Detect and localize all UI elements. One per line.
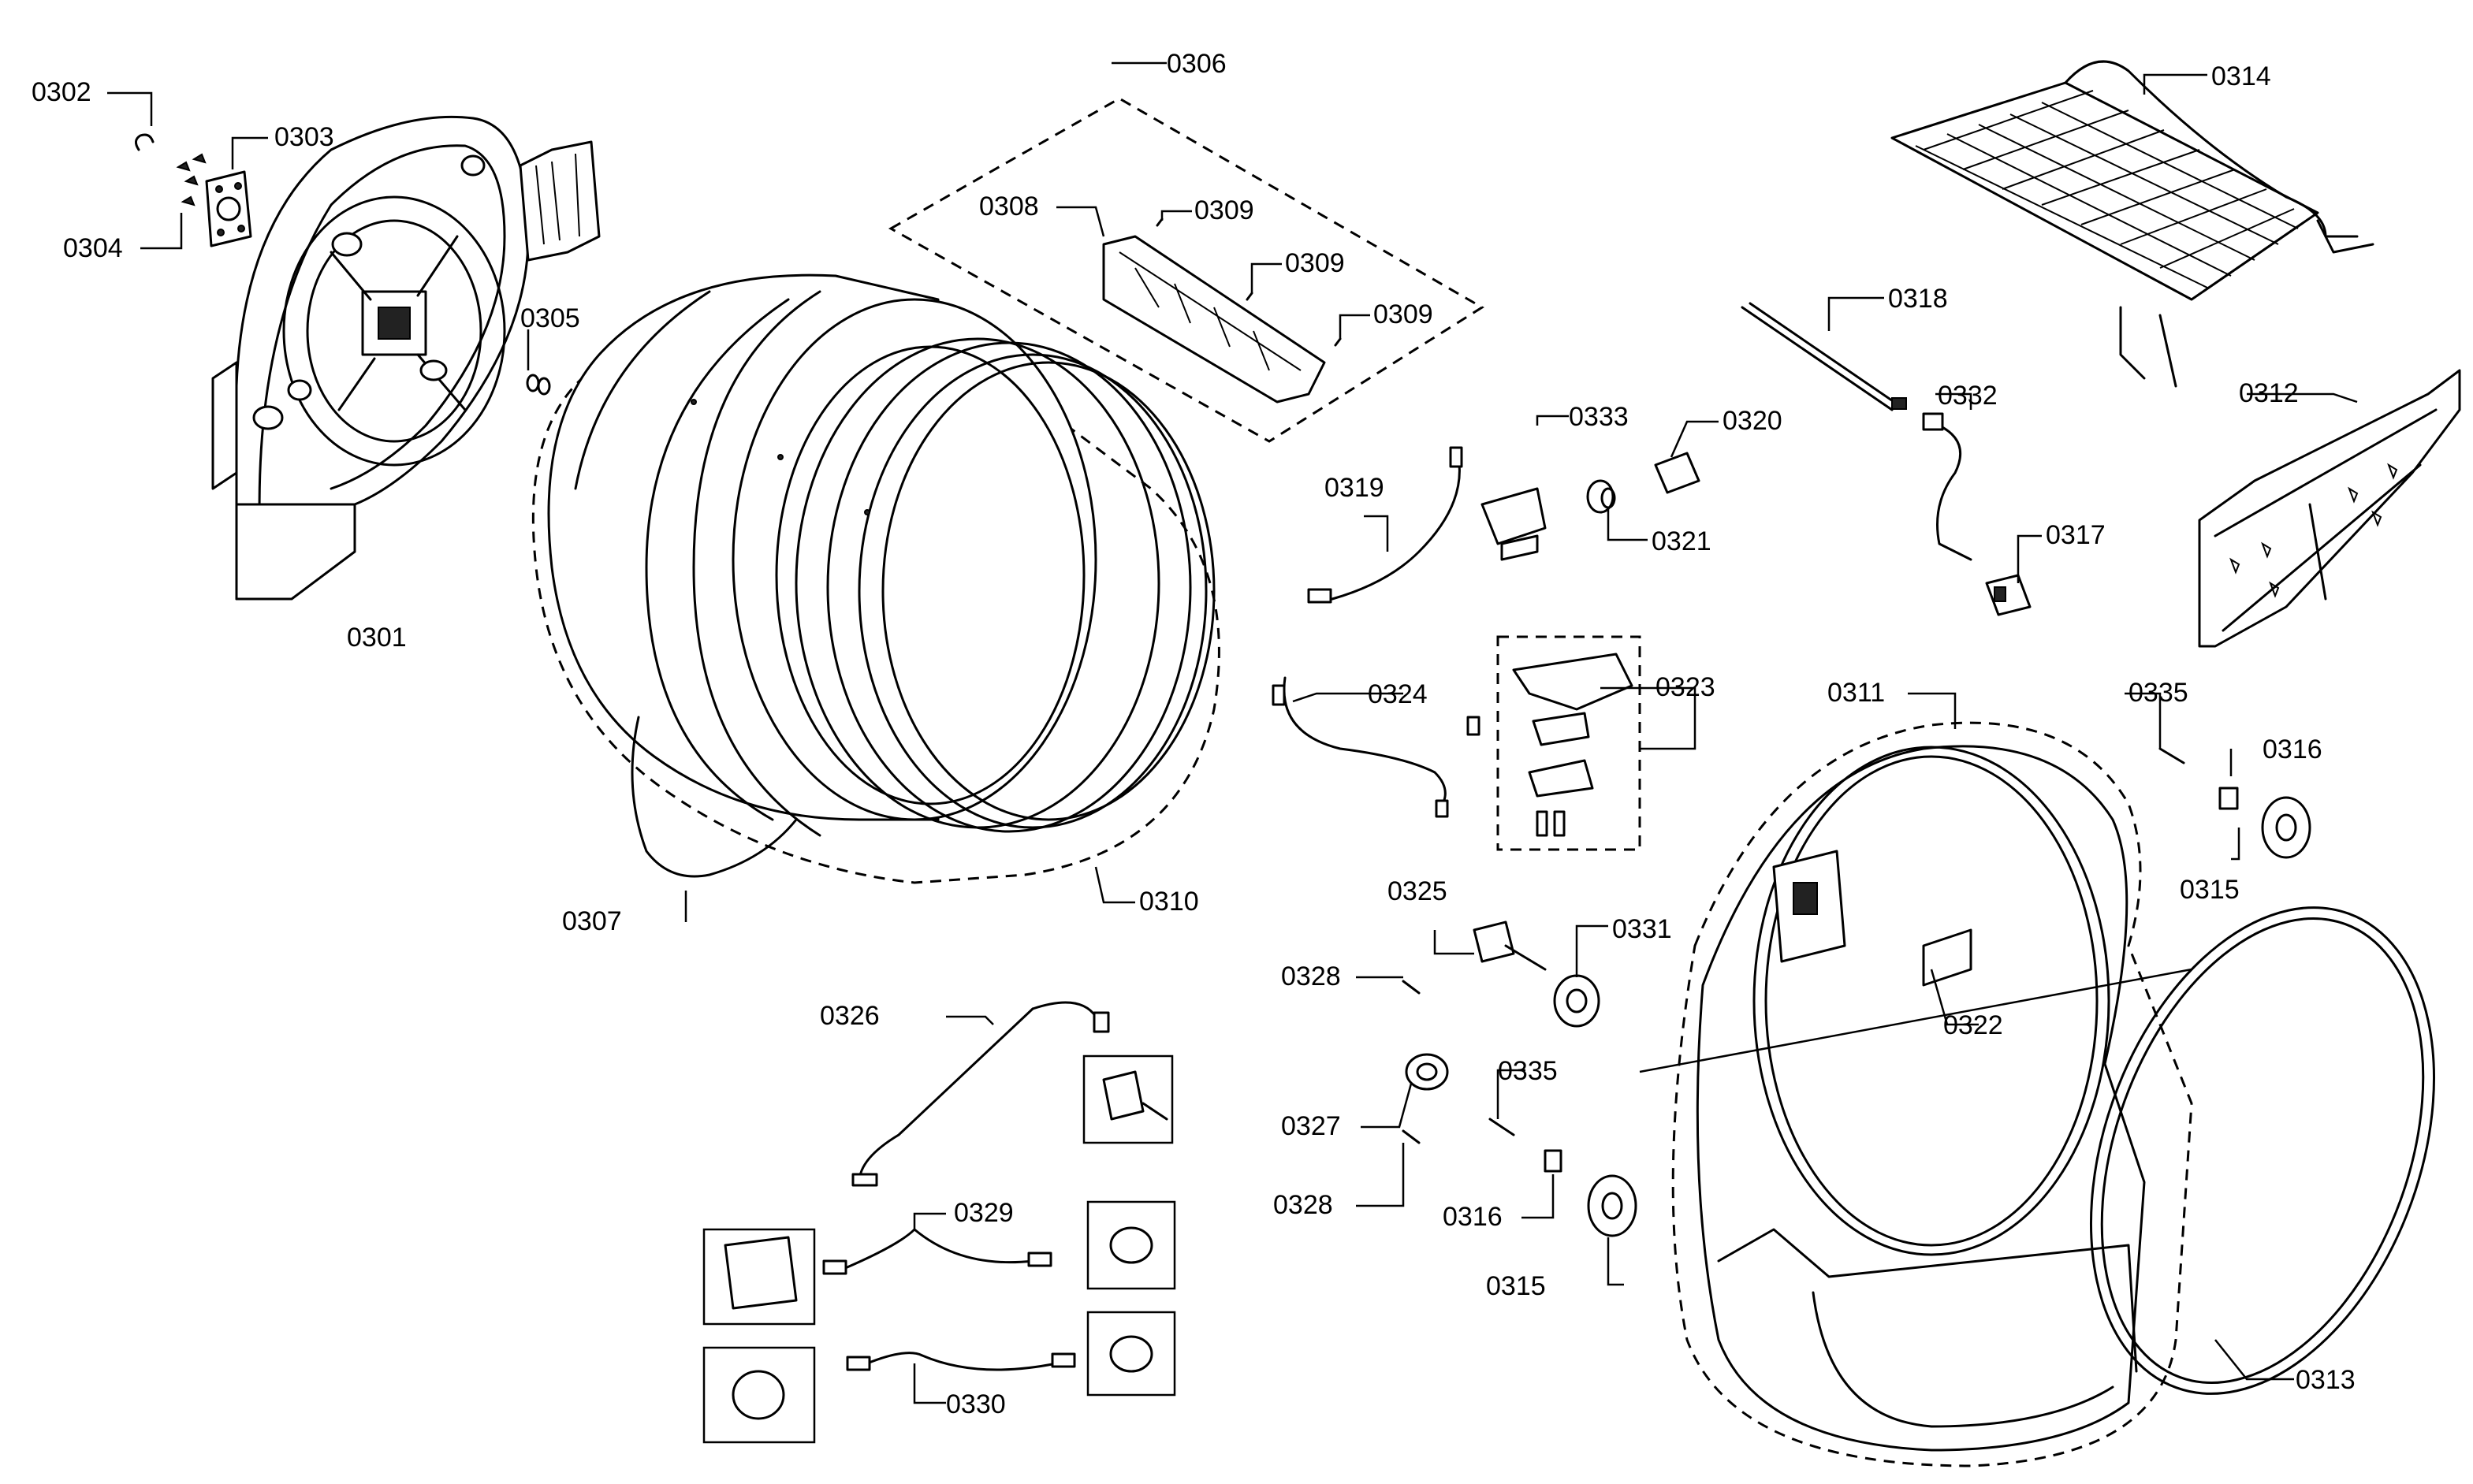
label-0335-b: 0335: [1498, 1056, 1558, 1086]
motor-switch-part: [1480, 487, 1547, 561]
connector-part: [1985, 574, 2032, 616]
label-0301: 0301: [347, 623, 407, 653]
label-0330: 0330: [946, 1389, 1006, 1419]
label-0302: 0302: [32, 77, 91, 107]
label-0316-b: 0316: [1443, 1202, 1503, 1232]
label-0324: 0324: [1368, 679, 1428, 709]
label-0331: 0331: [1612, 914, 1672, 944]
label-0305: 0305: [520, 303, 580, 333]
label-0311: 0311: [1827, 678, 1885, 708]
label-0333: 0333: [1569, 402, 1629, 432]
label-0317: 0317: [2046, 520, 2106, 550]
drive-belt-part: [2090, 906, 2435, 1395]
rear-bulkhead-part: [211, 115, 601, 601]
label-0329: 0329: [954, 1198, 1014, 1228]
label-0327: 0327: [1281, 1111, 1341, 1141]
label-0325: 0325: [1387, 876, 1447, 906]
label-0321: 0321: [1652, 526, 1711, 556]
label-0318: 0318: [1888, 284, 1948, 314]
label-0323: 0323: [1655, 672, 1715, 702]
part-labels: 0301 0302 0303 0304 0305 0306 0307 0308 …: [32, 49, 2356, 1419]
label-0328-b: 0328: [1273, 1190, 1333, 1220]
label-0328-a: 0328: [1281, 961, 1341, 991]
fuse-box-part: [702, 1054, 1176, 1444]
baffle-assembly-part: [888, 97, 1484, 443]
label-0322: 0322: [1943, 1010, 2003, 1040]
idler-pulley-part: [1553, 974, 1600, 1028]
door-latch-kit-part: [1496, 635, 1641, 851]
wire-harness-part: [1741, 302, 1972, 561]
fuse-wire-part: [822, 1228, 1076, 1371]
label-0313: 0313: [2296, 1365, 2356, 1395]
screw-part: [1402, 980, 1515, 1144]
bearing-plate-part: [205, 170, 252, 247]
clip-part: [135, 133, 155, 151]
label-0315-a: 0315: [2180, 875, 2240, 905]
label-0315-b: 0315: [1486, 1271, 1546, 1301]
sensor-wire-part: [1307, 446, 1463, 604]
label-0309-b: 0309: [1285, 248, 1345, 278]
label-0309-a: 0309: [1194, 195, 1254, 225]
thermostat-part: [1405, 1053, 1449, 1091]
label-0319: 0319: [1324, 473, 1384, 503]
label-0314: 0314: [2211, 61, 2271, 91]
label-0332: 0332: [1938, 381, 1998, 411]
washer-part: [526, 374, 551, 396]
label-0335-a: 0335: [2128, 678, 2188, 708]
thermistor-part: [1473, 921, 1547, 971]
plug-part: [1586, 479, 1616, 514]
label-0308: 0308: [979, 192, 1039, 221]
label-0306: 0306: [1167, 49, 1227, 79]
front-bulkhead-part: [1671, 721, 2193, 1467]
label-0312: 0312: [2239, 378, 2299, 408]
label-0307: 0307: [562, 906, 622, 936]
leader-lines: [107, 61, 2358, 1404]
label-0316-a: 0316: [2263, 735, 2322, 764]
label-0326: 0326: [820, 1001, 880, 1031]
drum-assembly-part: [531, 273, 1220, 884]
drying-rack-part: [1890, 60, 2374, 388]
label-0320: 0320: [1723, 406, 1782, 436]
label-0304: 0304: [63, 233, 123, 263]
heater-element-part: [851, 1001, 1110, 1187]
roller-part: [1544, 747, 2311, 1237]
label-0309-c: 0309: [1373, 299, 1433, 329]
cap-part: [1654, 452, 1700, 494]
lint-filter-part: [2198, 369, 2461, 648]
screw-set-part: [176, 153, 207, 206]
label-0303: 0303: [274, 122, 334, 152]
label-0310: 0310: [1139, 887, 1199, 917]
heater-wire-part: [1272, 676, 1480, 818]
